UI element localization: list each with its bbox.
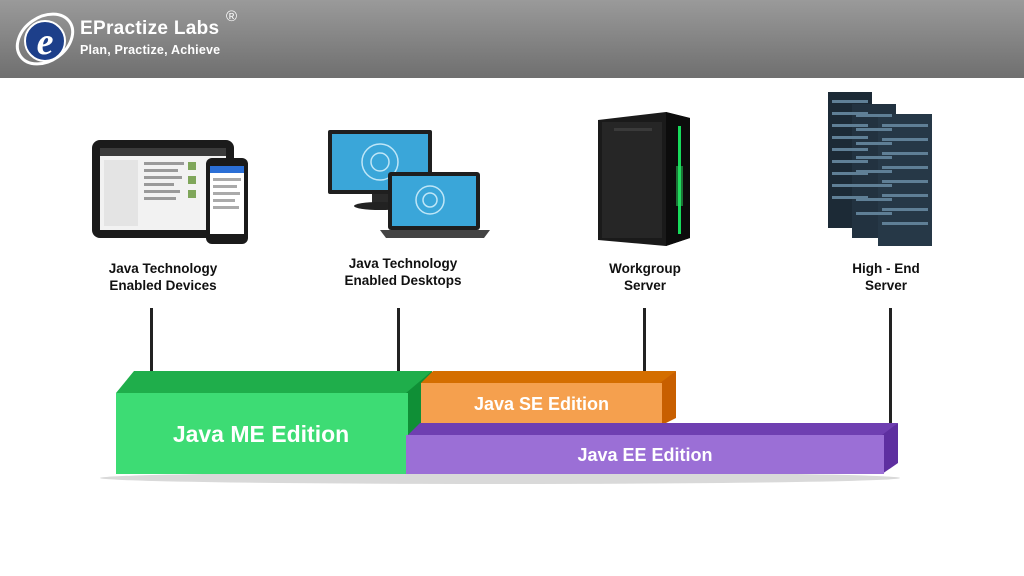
java-ee-bar bbox=[406, 435, 884, 474]
java-se-bar bbox=[421, 383, 662, 424]
connector-line-workgroup bbox=[643, 308, 646, 372]
connector-line-devices bbox=[150, 308, 153, 372]
header-banner: e EPractize Labs ® Plan, Practize, Achie… bbox=[0, 0, 1024, 78]
connector-line-high-end bbox=[889, 308, 892, 424]
tier-label-high-end-server: High - End Server bbox=[852, 261, 920, 293]
java-me-bar bbox=[116, 393, 408, 474]
se-bar-top bbox=[421, 371, 676, 383]
java-se-label: Java SE Edition bbox=[473, 394, 610, 414]
ee-bar-top bbox=[408, 423, 898, 435]
ee-bar-side bbox=[882, 423, 898, 474]
brand-name: EPractize Labs bbox=[80, 18, 220, 39]
rack-server-icon bbox=[828, 92, 932, 246]
me-bar-top bbox=[116, 371, 432, 393]
java-ee-label: Java EE Edition bbox=[577, 445, 713, 465]
brand-tagline: Plan, Practize, Achieve bbox=[80, 43, 221, 57]
tower-server-icon bbox=[598, 112, 690, 246]
monitor-laptop-icon bbox=[328, 130, 490, 238]
registered-mark: ® bbox=[226, 8, 238, 25]
tier-label-workgroup-server: Workgroup Server bbox=[609, 261, 681, 293]
bars-shadow bbox=[100, 472, 900, 484]
epractize-logo-icon: e bbox=[15, 12, 75, 66]
tablet-phone-icon bbox=[92, 140, 248, 244]
tier-label-devices: Java Technology Enabled Devices bbox=[108, 261, 218, 293]
java-me-label: Java ME Edition bbox=[172, 421, 350, 447]
tier-label-desktops: Java Technology Enabled Desktops bbox=[344, 256, 462, 288]
connector-line-desktops bbox=[397, 308, 400, 372]
svg-text:e: e bbox=[37, 21, 54, 63]
se-bar-side bbox=[660, 371, 676, 426]
